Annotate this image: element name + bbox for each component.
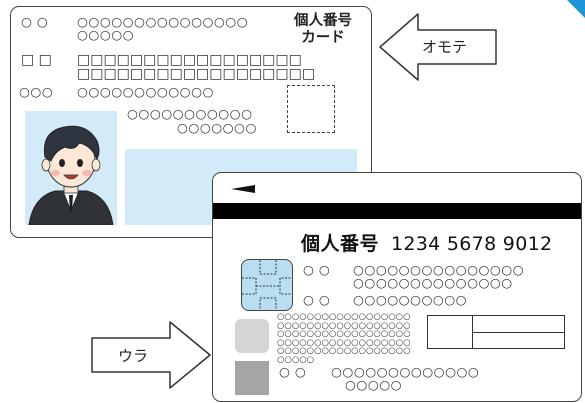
seal-placeholder <box>287 85 335 133</box>
back-number-row: 個人番号 1234 5678 9012 <box>301 229 552 256</box>
person-portrait-icon <box>28 125 114 226</box>
photo-area <box>25 111 117 226</box>
ic-chip-icon <box>241 259 293 311</box>
front-row1-cont: ○○○○○ <box>77 27 135 42</box>
back-row1-lead: ○ ○ <box>303 262 331 277</box>
front-row3-lead: ○○○ <box>19 84 54 99</box>
back-entry-table <box>427 315 565 349</box>
orientation-mark-icon <box>231 185 255 193</box>
back-row2-text: ○○○○○○○○○○ <box>353 292 468 307</box>
front-row4-cont: ○○○○○○○ <box>177 120 257 135</box>
gray-square-dark <box>235 361 269 395</box>
back-row3-cont: ○○○○○ <box>345 377 403 392</box>
front-row4-text: ○○○○○○○○○○○ <box>127 106 253 121</box>
back-title: 個人番号 <box>301 233 380 255</box>
magnetic-stripe <box>213 203 581 219</box>
corner-accent <box>567 0 585 18</box>
front-row3-text: ○○○○○○○○○○○○ <box>77 84 214 99</box>
front-row1-lead: ○ ○ <box>21 14 49 29</box>
individual-number: 1234 5678 9012 <box>391 233 553 255</box>
front-row1-text: ○○○○○○○○○○○○○○○ <box>77 14 249 29</box>
back-small-text-block: ○○○○○○○○○○○○○○○○○○ ○○○○○○○○○○○○○○○○○○ ○○… <box>277 312 411 365</box>
back-row3-text: ○○○○○○○○○○○○○ <box>331 364 480 379</box>
front-callout-arrow-icon <box>379 13 497 81</box>
front-title-line1: 個人番号 <box>294 13 352 29</box>
back-row1-cont: ○○○○○○○○○○○○○○ <box>353 275 513 290</box>
back-callout-label: ウラ <box>118 347 149 365</box>
back-row3-lead: ○ ○ <box>279 364 307 379</box>
front-callout-label: オモテ <box>422 38 468 56</box>
back-callout-arrow-icon <box>91 321 211 389</box>
front-row2-cont: □□□□□□□□□□□□□□□□□□ <box>77 66 316 82</box>
front-row2-lead: □ □ <box>21 52 52 68</box>
front-title-line2: カード <box>301 30 345 46</box>
back-row1-text: ○○○○○○○○○○○○○○○ <box>353 262 525 277</box>
front-row2-text: □□□□□□□□□□□□□□□□□ <box>77 52 302 68</box>
back-row2-lead: ○ ○ <box>303 292 331 307</box>
gray-square-light <box>235 319 269 353</box>
